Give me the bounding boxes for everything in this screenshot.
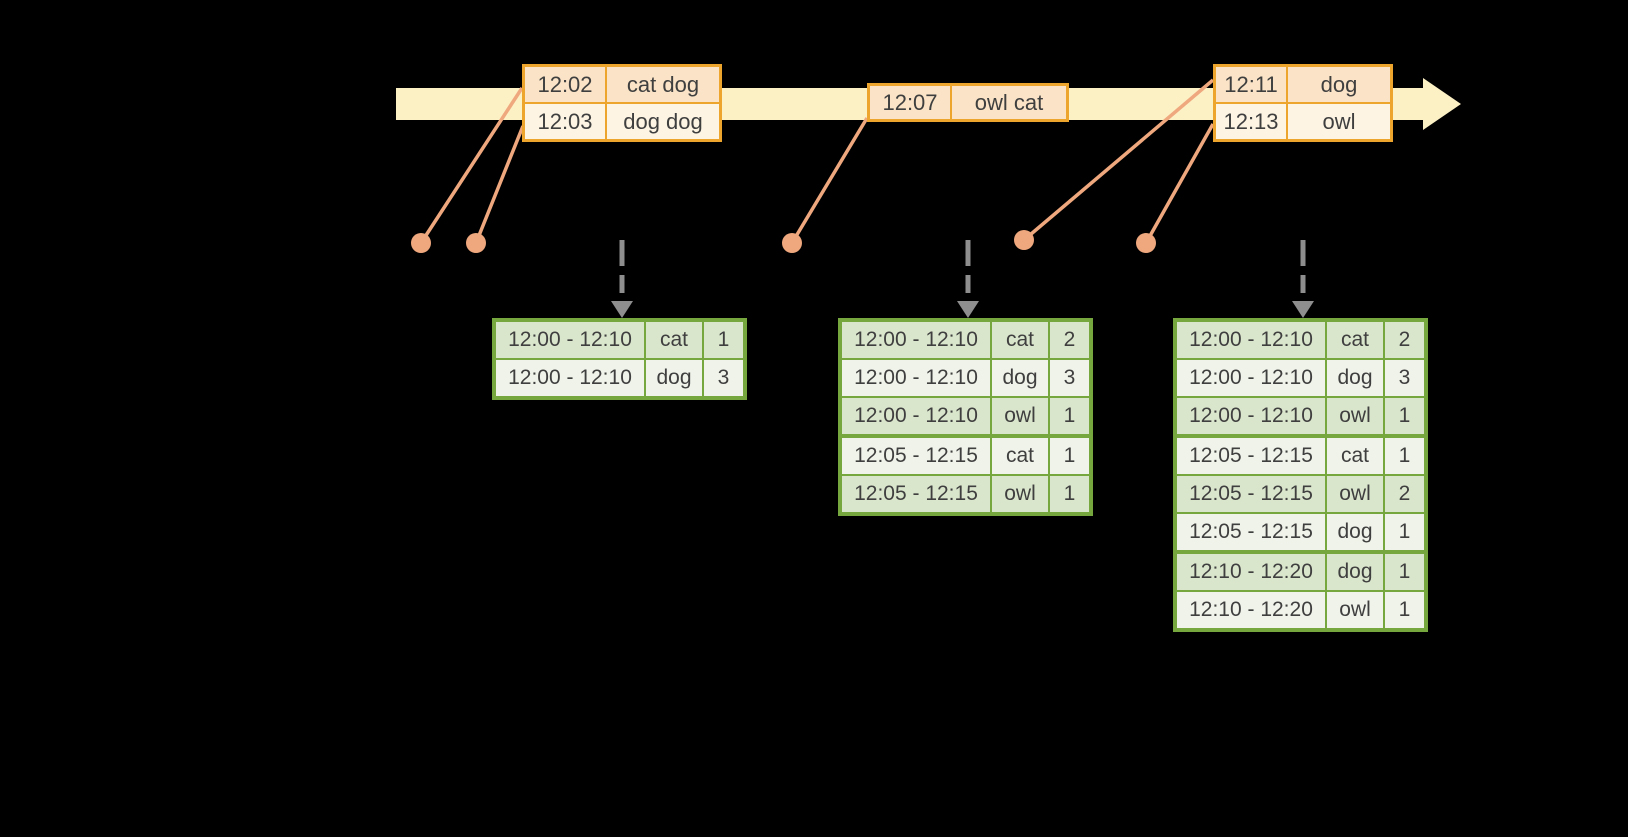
result-window: 12:00 - 12:10: [1177, 398, 1325, 434]
result-window: 12:10 - 12:20: [1177, 554, 1325, 590]
event-dot: [1014, 230, 1034, 250]
result-row: 12:05 - 12:15 dog 1: [1177, 514, 1424, 550]
event-row: 12:03 dog dog: [525, 104, 719, 139]
result-row: 12:00 - 12:10 dog 3: [1177, 360, 1424, 396]
result-row: 12:00 - 12:10 cat 2: [1177, 322, 1424, 358]
event-dot: [466, 233, 486, 253]
connector-line: [474, 125, 525, 244]
timeline-arrowhead-icon: [1423, 78, 1461, 130]
event-table-1: 12:02 cat dog 12:03 dog dog: [522, 64, 722, 142]
result-count: 3: [1050, 360, 1089, 396]
result-word: dog: [992, 360, 1048, 396]
event-words: owl cat: [952, 86, 1066, 119]
result-row: 12:10 - 12:20 dog 1: [1177, 554, 1424, 590]
connector-line: [1144, 123, 1215, 244]
event-table-3: 12:11 dog 12:13 owl: [1213, 64, 1393, 142]
event-dot: [411, 233, 431, 253]
result-count: 3: [1385, 360, 1424, 396]
result-row: 12:05 - 12:15 cat 1: [1177, 438, 1424, 474]
event-time: 12:13: [1216, 104, 1286, 139]
result-window: 12:00 - 12:10: [496, 322, 644, 358]
result-word: owl: [1327, 592, 1383, 628]
result-table-2: 12:00 - 12:10 cat 2 12:00 - 12:10 dog 3 …: [838, 318, 1093, 516]
connector-line: [419, 87, 524, 244]
result-row: 12:00 - 12:10 cat 2: [842, 322, 1089, 358]
event-table-2: 12:07 owl cat: [867, 83, 1069, 122]
result-window: 12:00 - 12:10: [1177, 360, 1325, 396]
event-words: dog dog: [607, 104, 719, 139]
trigger-arrowhead-icon: [1292, 301, 1314, 318]
result-word: cat: [1327, 322, 1383, 358]
result-window: 12:10 - 12:20: [1177, 592, 1325, 628]
result-window: 12:05 - 12:15: [842, 476, 990, 512]
event-row: 12:11 dog: [1216, 67, 1390, 102]
trigger-arrows: [611, 240, 1314, 318]
result-word: dog: [1327, 554, 1383, 590]
result-count: 1: [1385, 514, 1424, 550]
result-word: owl: [992, 476, 1048, 512]
event-time: 12:07: [870, 86, 950, 119]
event-dot: [782, 233, 802, 253]
event-words: dog: [1288, 67, 1390, 102]
result-row: 12:00 - 12:10 dog 3: [496, 360, 743, 396]
connector-line: [1022, 78, 1215, 242]
event-time: 12:11: [1216, 67, 1286, 102]
result-row: 12:05 - 12:15 owl 2: [1177, 476, 1424, 512]
result-row: 12:00 - 12:10 owl 1: [842, 398, 1089, 434]
result-count: 3: [704, 360, 743, 396]
event-row: 12:13 owl: [1216, 104, 1390, 139]
result-window: 12:05 - 12:15: [842, 438, 990, 474]
result-word: cat: [1327, 438, 1383, 474]
event-dot: [1136, 233, 1156, 253]
result-count: 1: [1385, 398, 1424, 434]
connector-line: [790, 117, 869, 244]
result-count: 1: [704, 322, 743, 358]
result-word: owl: [1327, 476, 1383, 512]
result-window: 12:05 - 12:15: [1177, 514, 1325, 550]
result-word: cat: [992, 438, 1048, 474]
result-count: 1: [1050, 398, 1089, 434]
result-count: 2: [1385, 322, 1424, 358]
result-count: 1: [1385, 554, 1424, 590]
result-count: 1: [1050, 438, 1089, 474]
result-word: dog: [1327, 360, 1383, 396]
trigger-arrowhead-icon: [957, 301, 979, 318]
event-words: cat dog: [607, 67, 719, 102]
event-dots: [411, 230, 1156, 253]
event-time: 12:02: [525, 67, 605, 102]
result-count: 2: [1385, 476, 1424, 512]
result-row: 12:10 - 12:20 owl 1: [1177, 592, 1424, 628]
result-word: dog: [646, 360, 702, 396]
event-row: 12:07 owl cat: [870, 86, 1066, 119]
result-window: 12:00 - 12:10: [1177, 322, 1325, 358]
event-row: 12:02 cat dog: [525, 67, 719, 102]
result-table-3: 12:00 - 12:10 cat 2 12:00 - 12:10 dog 3 …: [1173, 318, 1428, 632]
result-window: 12:00 - 12:10: [842, 360, 990, 396]
result-row: 12:05 - 12:15 cat 1: [842, 438, 1089, 474]
result-row: 12:00 - 12:10 owl 1: [1177, 398, 1424, 434]
result-row: 12:00 - 12:10 cat 1: [496, 322, 743, 358]
result-window: 12:00 - 12:10: [496, 360, 644, 396]
result-word: owl: [992, 398, 1048, 434]
result-word: dog: [1327, 514, 1383, 550]
result-word: cat: [992, 322, 1048, 358]
result-word: owl: [1327, 398, 1383, 434]
connector-lines: [419, 78, 1215, 244]
trigger-arrowhead-icon: [611, 301, 633, 318]
event-time: 12:03: [525, 104, 605, 139]
result-row: 12:00 - 12:10 dog 3: [842, 360, 1089, 396]
result-word: cat: [646, 322, 702, 358]
result-count: 1: [1385, 438, 1424, 474]
result-row: 12:05 - 12:15 owl 1: [842, 476, 1089, 512]
result-count: 2: [1050, 322, 1089, 358]
result-count: 1: [1050, 476, 1089, 512]
result-window: 12:00 - 12:10: [842, 322, 990, 358]
event-words: owl: [1288, 104, 1390, 139]
result-count: 1: [1385, 592, 1424, 628]
result-window: 12:00 - 12:10: [842, 398, 990, 434]
result-window: 12:05 - 12:15: [1177, 476, 1325, 512]
result-table-1: 12:00 - 12:10 cat 1 12:00 - 12:10 dog 3: [492, 318, 747, 400]
result-window: 12:05 - 12:15: [1177, 438, 1325, 474]
